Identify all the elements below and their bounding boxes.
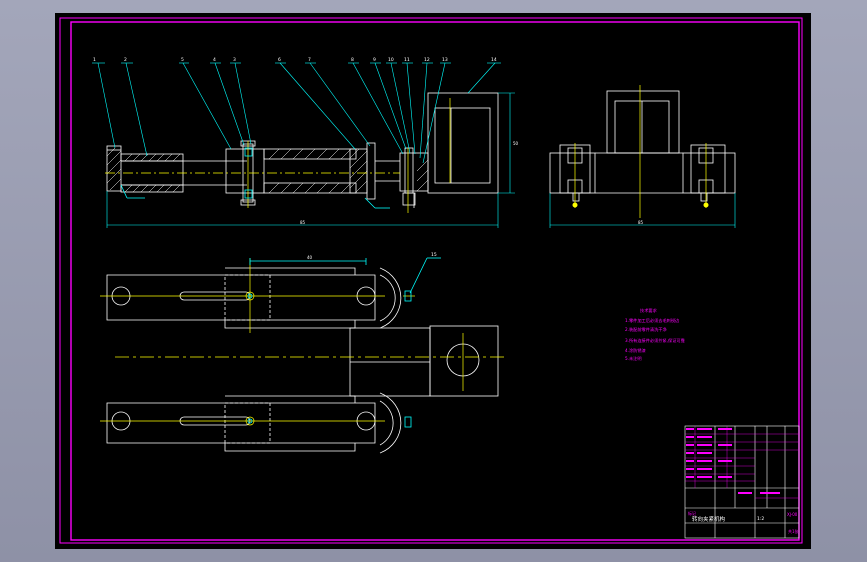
balloon-6: 6 — [278, 57, 281, 63]
dim-length-label: 85 — [300, 220, 306, 225]
front-dimensions — [106, 92, 515, 228]
balloon-10: 10 — [388, 57, 394, 63]
balloon-1: 1 — [93, 57, 96, 63]
balloon-4: 4 — [213, 57, 216, 63]
balloon-15: 15 — [431, 252, 437, 258]
balloon-5: 5 — [181, 57, 184, 63]
notes-line-4: 4.涂防锈漆 — [625, 347, 646, 354]
plan-cyan-features — [247, 257, 441, 428]
notes-line-1: 1.零件加工后必须去毛刺锐边 — [625, 317, 680, 324]
side-dim-label: 85 — [638, 220, 644, 225]
title-block-grid — [685, 426, 799, 499]
title-block-scale: 1:2 — [757, 516, 764, 522]
drawing-sheet[interactable]: 85 50 — [55, 13, 811, 549]
plan-view — [106, 267, 499, 454]
notes-line-5: 5.未注明 — [625, 355, 642, 362]
balloon-14: 14 — [491, 57, 497, 63]
inner-frame — [70, 21, 800, 541]
balloon-12: 12 — [424, 57, 430, 63]
title-block — [684, 425, 800, 539]
balloon-2: 2 — [124, 57, 127, 63]
title-block-sheet: 共1张 — [788, 528, 799, 534]
side-dimensions — [549, 193, 736, 228]
balloon-3: 3 — [233, 57, 236, 63]
notes-heading: 技术要求 — [640, 307, 658, 314]
balloon-8: 8 — [351, 57, 354, 63]
side-tips — [572, 202, 709, 208]
side-view — [549, 90, 736, 202]
title-block-main-title: 转向夹紧机构 — [692, 515, 726, 523]
balloon-7: 7 — [308, 57, 311, 63]
technical-notes: 技术要求 1.零件加工后必须去毛刺锐边 2.装配前零件清洗干净 3.所有连接件必… — [625, 307, 685, 362]
dim-height-label: 50 — [513, 141, 519, 146]
plan-centerlines — [100, 258, 505, 426]
title-label-small: 标记 — [688, 510, 696, 516]
balloon-13: 13 — [442, 57, 448, 63]
drawing-canvas: 85 50 — [59, 17, 803, 544]
front-centerlines — [105, 98, 451, 213]
notes-line-2: 2.装配前零件清洗干净 — [625, 326, 667, 333]
notes-line-3: 3.所有连接件必须拧紧,保证可靠 — [625, 337, 685, 344]
balloon-9: 9 — [373, 57, 376, 63]
leader-lines — [92, 62, 501, 164]
front-section-view — [106, 92, 499, 208]
plan-dim-label: 40 — [307, 255, 313, 260]
title-block-code: XJ-00 — [787, 512, 798, 517]
front-cyan-features — [120, 147, 390, 209]
side-centerlines — [574, 85, 707, 218]
title-block-fill — [686, 428, 780, 494]
end-block — [106, 145, 122, 192]
balloon-labels: 1 2 5 4 3 6 7 8 9 10 11 12 13 14 — [93, 57, 497, 63]
outer-frame — [59, 17, 803, 544]
balloon-11: 11 — [404, 57, 410, 63]
